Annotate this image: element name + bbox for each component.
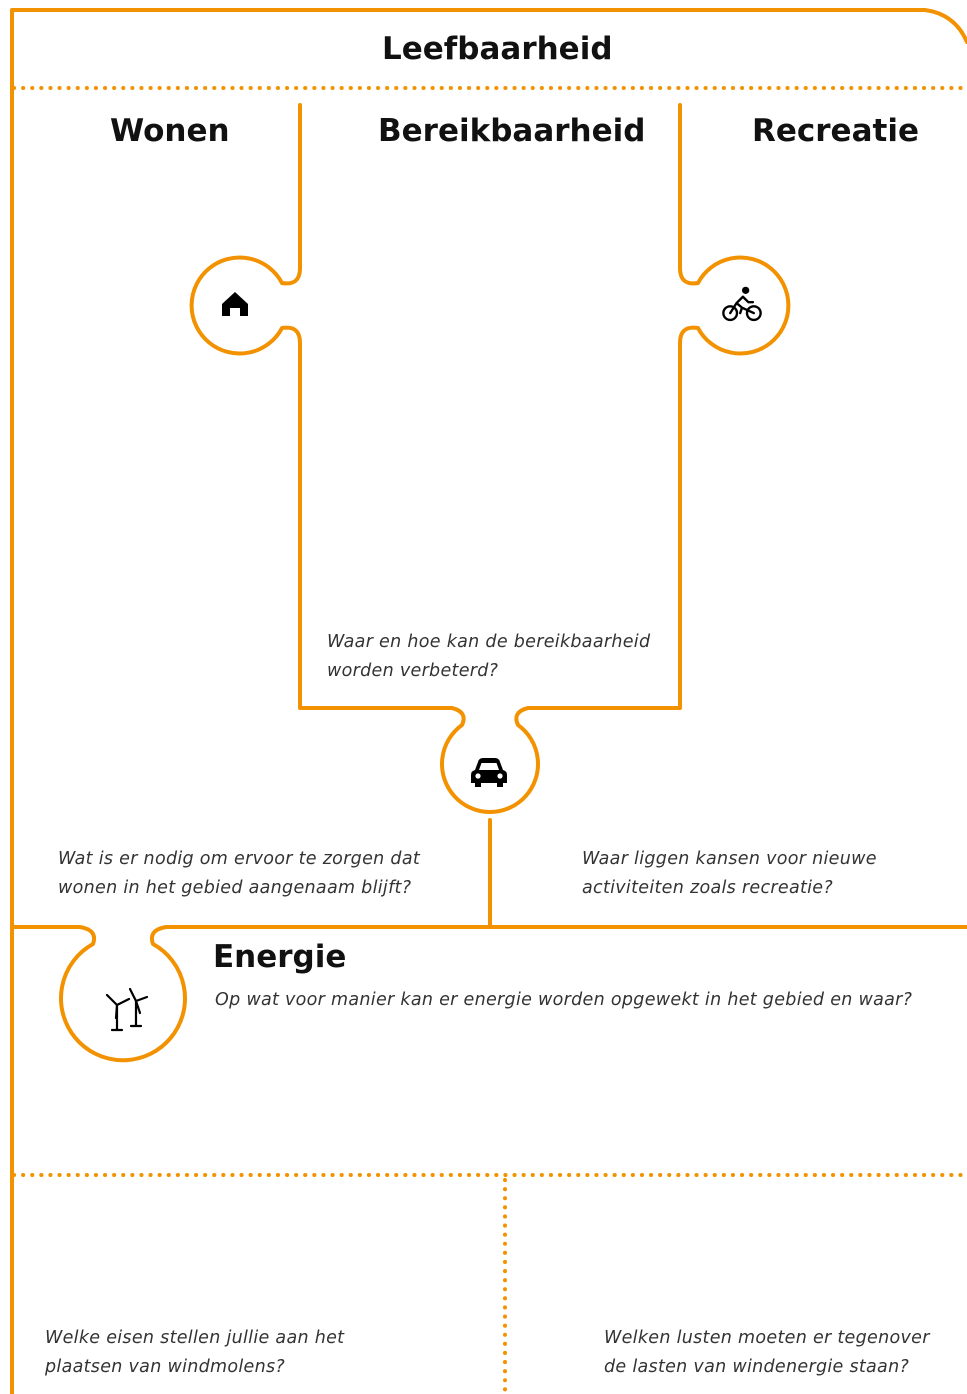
question-line: activiteiten zoals recreatie? xyxy=(582,878,833,898)
question-line: Waar en hoe kan de bereikbaarheid xyxy=(327,632,651,652)
question-line: Wat is er nodig om ervoor te zorgen dat xyxy=(58,849,421,869)
column-title-bereikbaarheid: Bereikbaarheid xyxy=(378,113,646,149)
outer-frame xyxy=(10,8,967,1394)
question-energie: Op wat voor manier kan er energie worden… xyxy=(215,990,913,1010)
house-icon xyxy=(215,284,255,324)
question-lusten: Welken lusten moeten er tegenover de las… xyxy=(604,1324,930,1382)
page-title: Leefbaarheid xyxy=(382,31,613,67)
wind-turbine-icon xyxy=(103,985,151,1035)
question-bereikbaarheid: Waar en hoe kan de bereikbaarheid worden… xyxy=(327,628,650,686)
question-line: Waar liggen kansen voor nieuwe xyxy=(582,849,877,869)
question-line: wonen in het gebied aangenaam blijft? xyxy=(58,878,412,898)
car-icon xyxy=(469,753,509,793)
question-eisen: Welke eisen stellen jullie aan het plaat… xyxy=(45,1324,344,1382)
question-line: de lasten van windenergie staan? xyxy=(604,1357,910,1377)
question-line: worden verbeterd? xyxy=(327,661,499,681)
energie-title: Energie xyxy=(213,939,347,975)
question-recreatie: Waar liggen kansen voor nieuwe activitei… xyxy=(582,845,877,903)
energie-border xyxy=(10,925,967,1063)
column-title-recreatie: Recreatie xyxy=(752,113,919,149)
column-title-wonen: Wonen xyxy=(110,113,230,149)
bicycle-icon xyxy=(722,284,762,324)
question-wonen: Wat is er nodig om ervoor te zorgen dat … xyxy=(58,845,420,903)
question-line: Welke eisen stellen jullie aan het xyxy=(45,1328,345,1348)
question-line: plaatsen van windmolens? xyxy=(45,1357,286,1377)
question-line: Welken lusten moeten er tegenover xyxy=(604,1328,930,1348)
divider-wonen xyxy=(189,103,791,814)
